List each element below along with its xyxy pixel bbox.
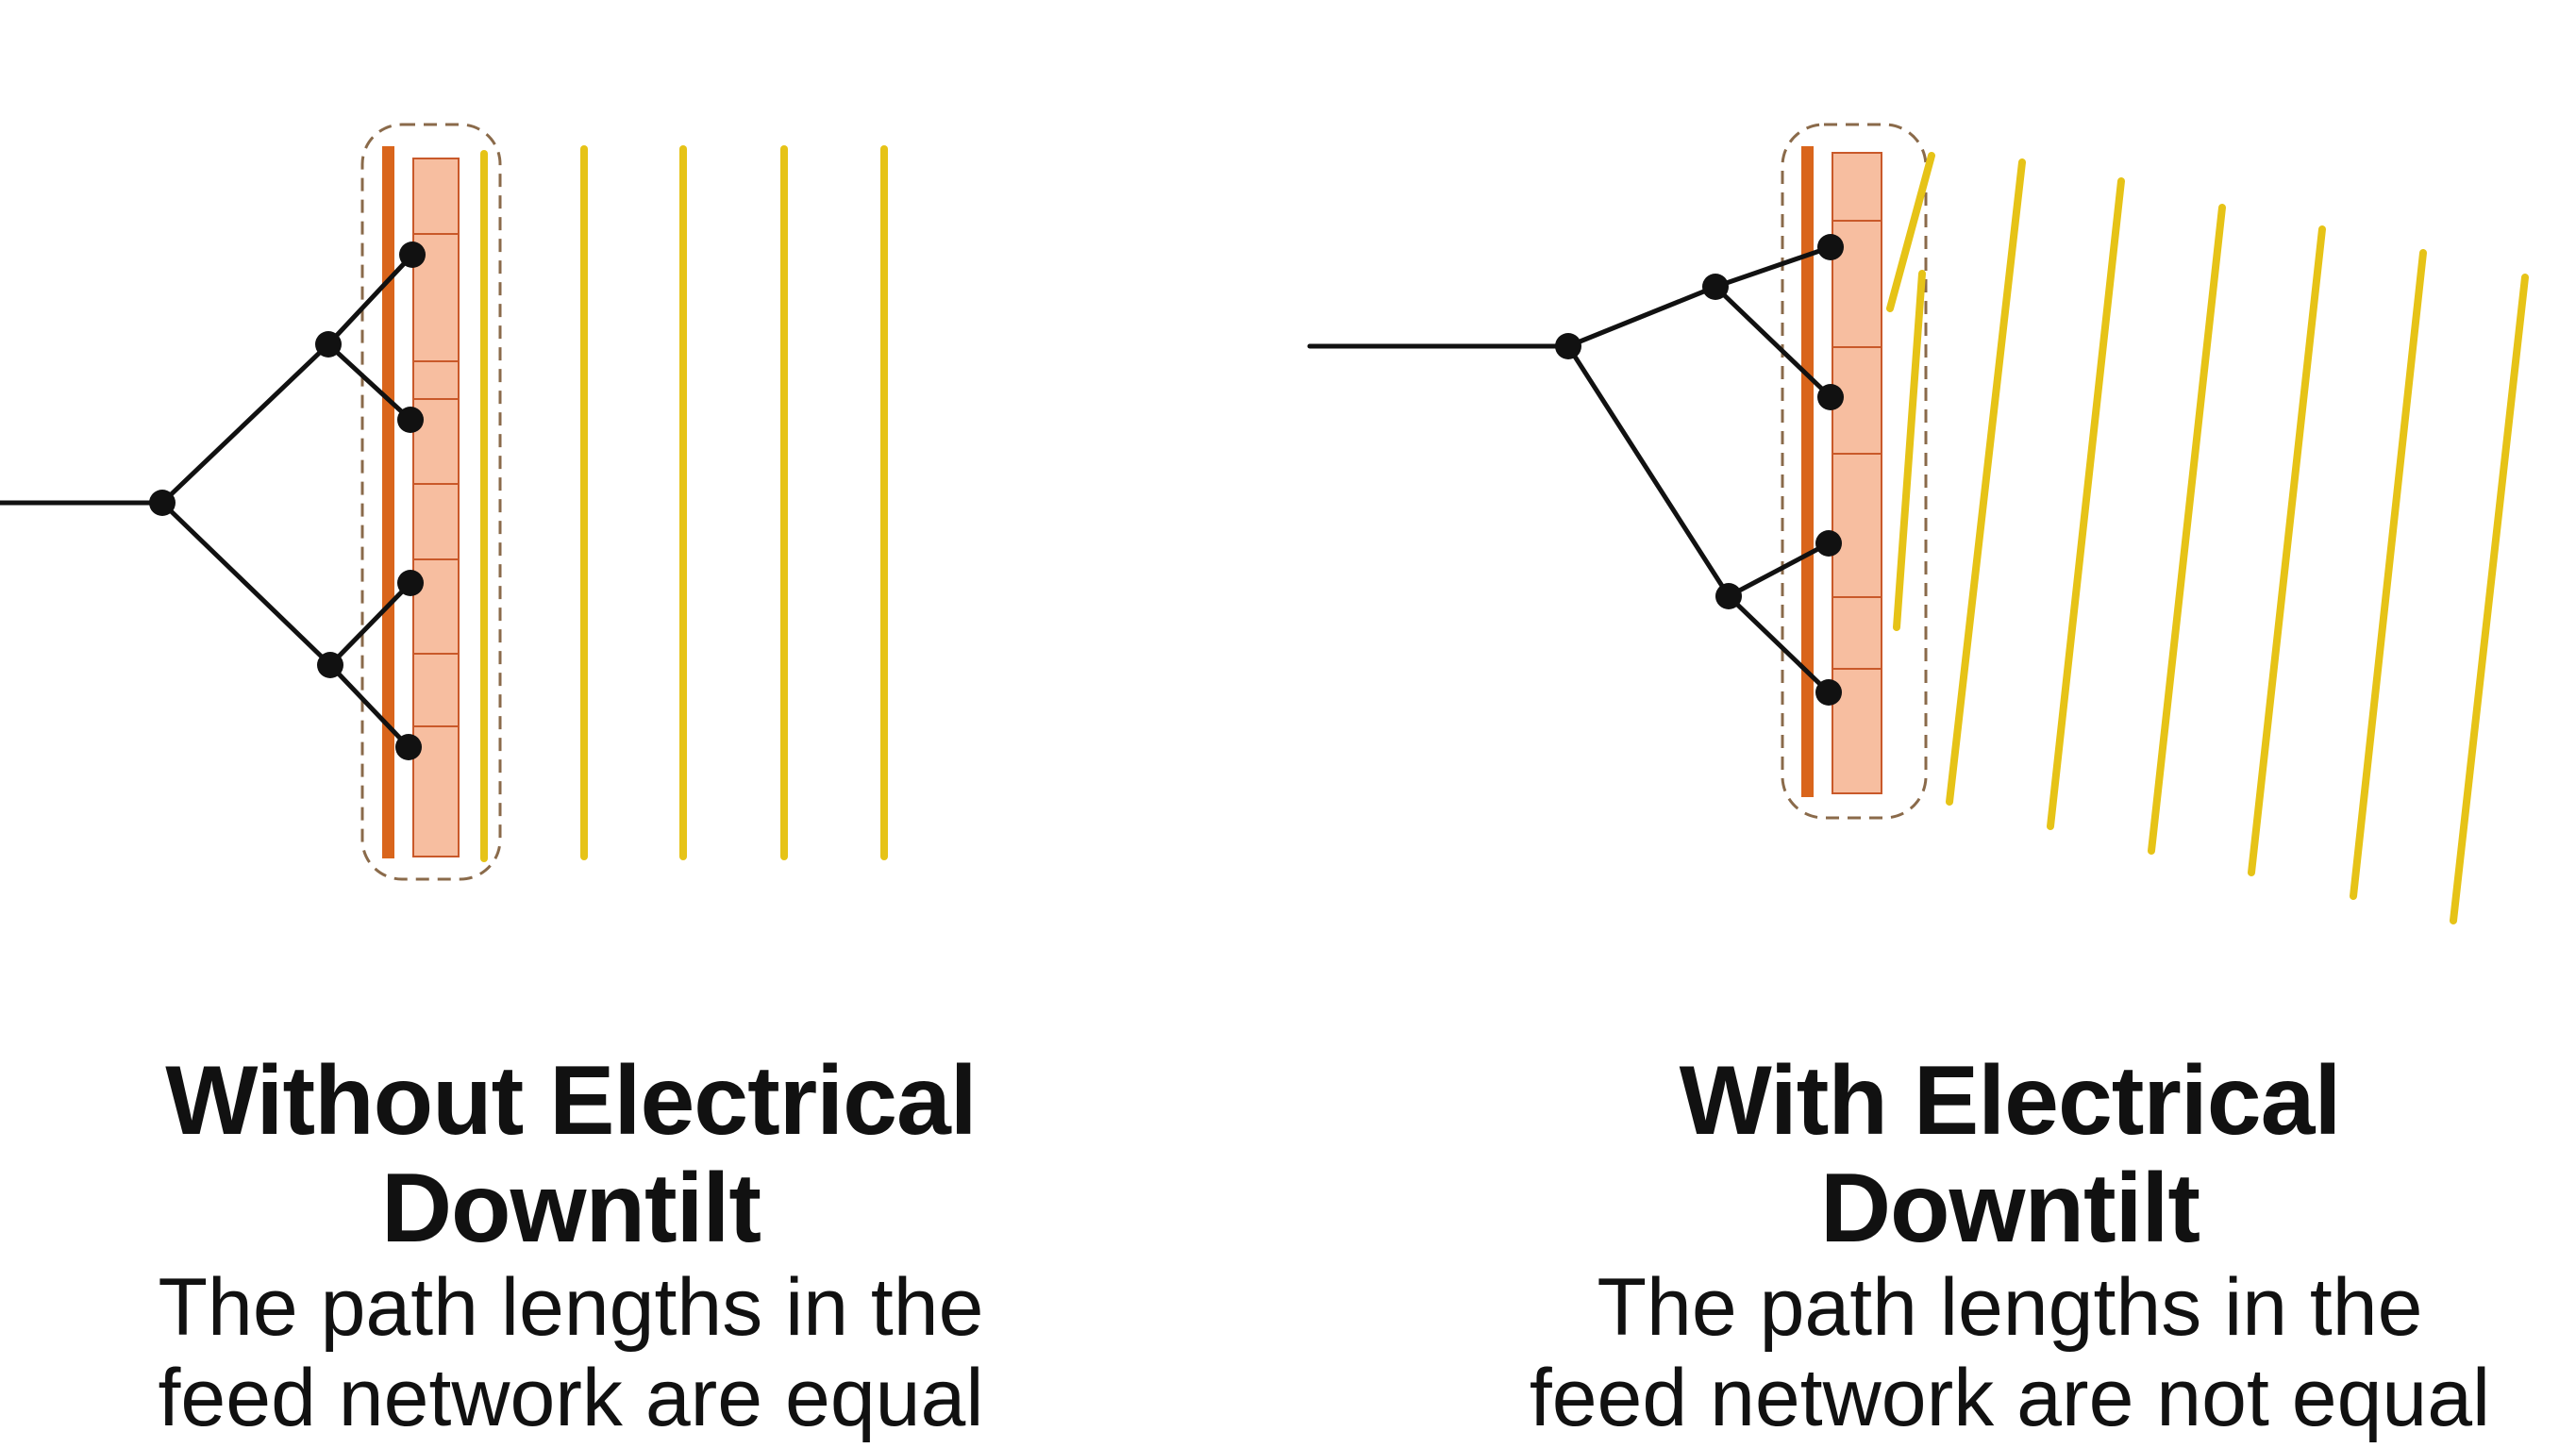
left-feed-branch — [159, 500, 333, 668]
left-title-line1: Without Electrical — [165, 1046, 977, 1156]
right-antenna-element — [1832, 453, 1882, 598]
right-wavefront — [1893, 270, 1926, 631]
right-splitter-node — [1715, 583, 1742, 609]
left-antenna-element — [412, 483, 460, 560]
right-reflector-bar — [1801, 146, 1814, 797]
left-feed-branch — [327, 580, 413, 668]
right-antenna-element — [1832, 596, 1882, 670]
left-caption: Without Electrical Downtilt The path len… — [47, 1047, 1095, 1443]
right-description-line1: The path lengths in the — [1597, 1262, 2423, 1353]
right-wavefronts — [1886, 152, 2529, 924]
right-feed-branch — [1713, 244, 1833, 290]
left-element-feed-point — [397, 407, 424, 433]
left-splitter-node — [315, 331, 342, 358]
right-splitter-node — [1702, 274, 1729, 300]
left-antenna-elements — [412, 158, 460, 857]
left-feed-nodes — [149, 241, 426, 760]
right-wavefront — [2148, 204, 2226, 855]
right-element-feed-point — [1815, 679, 1842, 706]
left-antenna-element — [412, 653, 460, 727]
right-feed-branch — [1713, 284, 1833, 400]
right-feed-branch — [1726, 541, 1832, 599]
left-feed-network — [0, 252, 415, 750]
left-panel-diagram — [0, 123, 888, 881]
right-antenna-element — [1832, 152, 1882, 222]
left-description-line1: The path lengths in the — [158, 1262, 984, 1353]
right-antenna-elements — [1832, 152, 1882, 794]
right-feed-nodes — [1555, 234, 1844, 706]
right-title-line1: With Electrical — [1679, 1046, 2342, 1156]
left-element-feed-point — [397, 570, 424, 596]
left-element-feed-point — [399, 241, 426, 268]
left-feed-branch — [159, 341, 331, 506]
right-element-feed-point — [1817, 384, 1844, 410]
right-feed-network — [1307, 244, 1833, 695]
right-title-line2: Downtilt — [1819, 1154, 2200, 1263]
left-description-line2: feed network are equal — [158, 1353, 984, 1443]
left-wavefronts — [480, 145, 888, 862]
left-antenna-element — [412, 360, 460, 400]
right-splitter-node — [1555, 333, 1581, 359]
left-feed-branch — [327, 662, 411, 750]
right-panel-diagram — [1307, 123, 2529, 924]
right-wavefront-short — [1886, 152, 1935, 312]
right-wavefront — [2450, 274, 2529, 924]
left-element-feed-point — [395, 734, 422, 760]
left-feed-branch — [326, 252, 415, 347]
left-radome-outline — [360, 123, 502, 881]
right-element-feed-point — [1815, 530, 1842, 557]
right-description-line2: feed network are not equal — [1529, 1353, 2491, 1443]
left-antenna-element — [412, 158, 460, 235]
right-element-feed-point — [1817, 234, 1844, 260]
right-antenna-element — [1832, 220, 1882, 348]
right-wavefront — [2350, 249, 2427, 900]
right-wavefront — [1946, 158, 2026, 806]
left-reflector-bar — [382, 146, 394, 858]
right-wavefront — [2248, 225, 2326, 876]
left-splitter-node — [149, 490, 176, 516]
right-caption: With Electrical Downtilt The path length… — [1486, 1047, 2534, 1443]
left-antenna-element — [412, 558, 460, 655]
right-feed-branch — [1565, 284, 1718, 349]
right-radome-outline — [1781, 123, 1928, 820]
left-feed-branch — [326, 341, 413, 423]
right-wavefront — [2047, 177, 2125, 830]
left-title-line2: Downtilt — [380, 1154, 761, 1263]
left-splitter-node — [317, 652, 343, 678]
right-feed-branch — [1565, 343, 1731, 599]
right-feed-branch — [1726, 593, 1832, 695]
